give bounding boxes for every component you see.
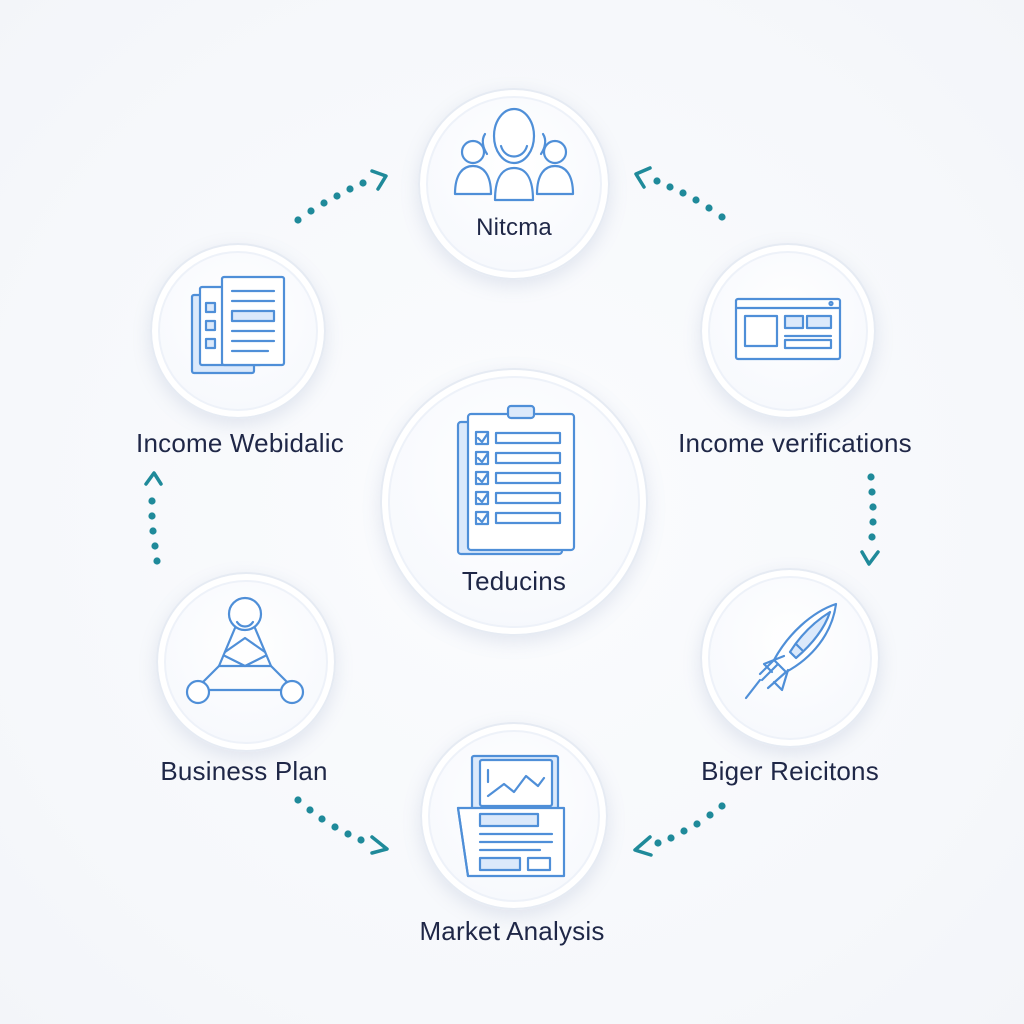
arrow-left-top-to-top xyxy=(294,169,388,224)
checklist-clipboard-icon xyxy=(456,404,576,556)
node-left-top xyxy=(150,243,326,419)
node-top-label: Nitcma xyxy=(476,214,552,241)
report-chart-icon xyxy=(456,754,566,878)
browser-window-icon xyxy=(734,297,842,361)
arrow-left-business-up xyxy=(144,471,163,565)
arrow-reicitons-to-market xyxy=(633,802,726,857)
node-center: Teducins xyxy=(380,368,648,636)
rocket-icon xyxy=(744,602,838,700)
node-bottom-label: Market Analysis xyxy=(419,916,605,946)
arrow-right-top-to-top xyxy=(634,166,726,221)
node-left-bottom-label: Business Plan xyxy=(160,756,328,786)
node-left-top-label: Income Webidalic xyxy=(136,428,344,458)
node-right-bottom-label: Biger Reicitons xyxy=(701,756,879,786)
node-right-top xyxy=(700,243,876,419)
people-group-icon xyxy=(453,107,575,202)
arrow-business-to-market xyxy=(294,796,389,855)
person-network-icon xyxy=(185,596,305,705)
node-right-bottom xyxy=(700,568,880,748)
documents-stack-icon xyxy=(190,275,286,375)
node-center-label: Teducins xyxy=(461,566,567,596)
arrow-right-verifications-down xyxy=(860,473,880,566)
node-top: Nitcma xyxy=(418,88,610,280)
node-left-bottom xyxy=(156,572,336,752)
node-right-top-label: Income verifications xyxy=(678,428,912,458)
node-bottom xyxy=(420,722,608,910)
